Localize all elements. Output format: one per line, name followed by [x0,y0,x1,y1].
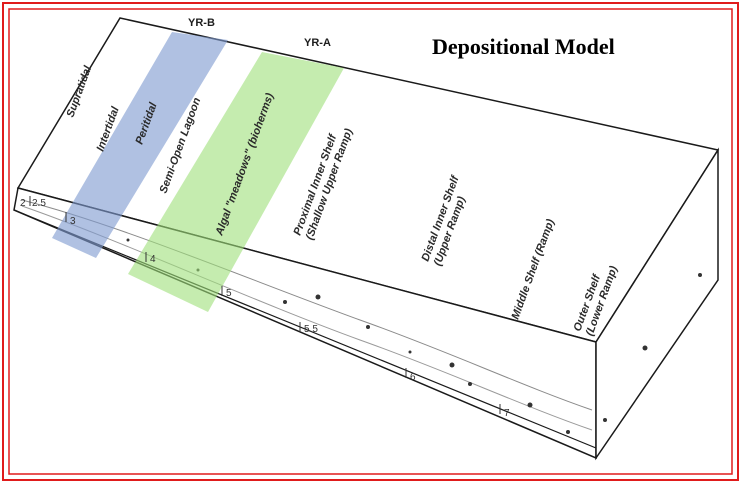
scale-ticks [29,196,501,414]
front-face-lower-edge [13,209,597,449]
block-right-face [595,147,719,461]
scale-label: 4 [150,254,156,265]
diagram-title: Depositional Model [432,34,615,59]
scale-label: 3 [70,216,76,227]
band-label-yr-a: YR-A [304,37,331,49]
scale-label: 2.5 [32,198,46,209]
band-yr-b [52,32,228,258]
seafloor-profile-line-lower [21,205,593,431]
band-label-yr-b: YR-B [188,17,215,29]
band-yr-a [128,52,344,312]
scale-label: 7 [504,408,510,419]
inner-frame [8,8,733,475]
scale-label: 2 [20,198,26,209]
scale-label: 6 [410,372,416,383]
scale-label: 5 [226,288,232,299]
scale-label: 5.5 [304,324,318,335]
